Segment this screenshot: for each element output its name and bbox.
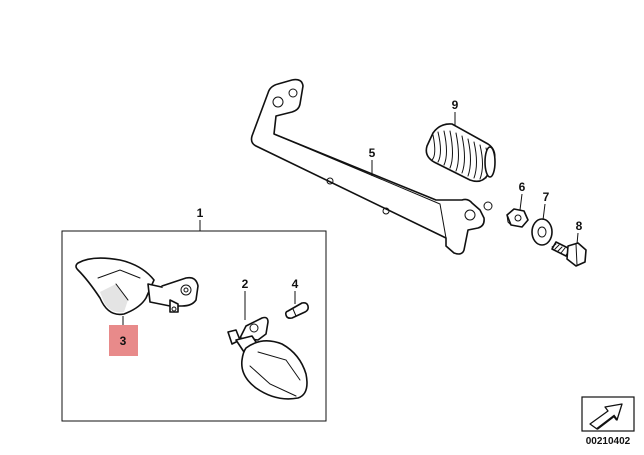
callout-4[interactable]: 4 — [292, 277, 299, 291]
reference-number: 00210402 — [586, 436, 631, 447]
callout-9[interactable]: 9 — [452, 98, 459, 112]
callout-8[interactable]: 8 — [576, 219, 583, 233]
leader-lines — [122, 112, 579, 325]
callout-6[interactable]: 6 — [519, 180, 526, 194]
hex-nut-part[interactable] — [506, 208, 529, 228]
callout-3[interactable]: 3 — [120, 334, 127, 348]
bolt-part[interactable] — [551, 241, 587, 267]
turn-indicator-right-part[interactable] — [227, 316, 308, 400]
callout-7[interactable]: 7 — [543, 190, 550, 204]
bracket-part[interactable] — [250, 78, 493, 255]
washer-part[interactable] — [531, 218, 553, 246]
assembly-group-frame — [61, 230, 327, 422]
rubber-bellows-part[interactable] — [425, 123, 496, 183]
callout-3-highlight — [109, 325, 138, 356]
callout-2[interactable]: 2 — [242, 277, 249, 291]
callout-5[interactable]: 5 — [369, 146, 376, 160]
turn-indicator-left-part[interactable] — [75, 257, 199, 316]
callout-1[interactable]: 1 — [197, 206, 204, 220]
bulb-part[interactable] — [284, 302, 309, 319]
arrow-icon — [581, 396, 635, 432]
